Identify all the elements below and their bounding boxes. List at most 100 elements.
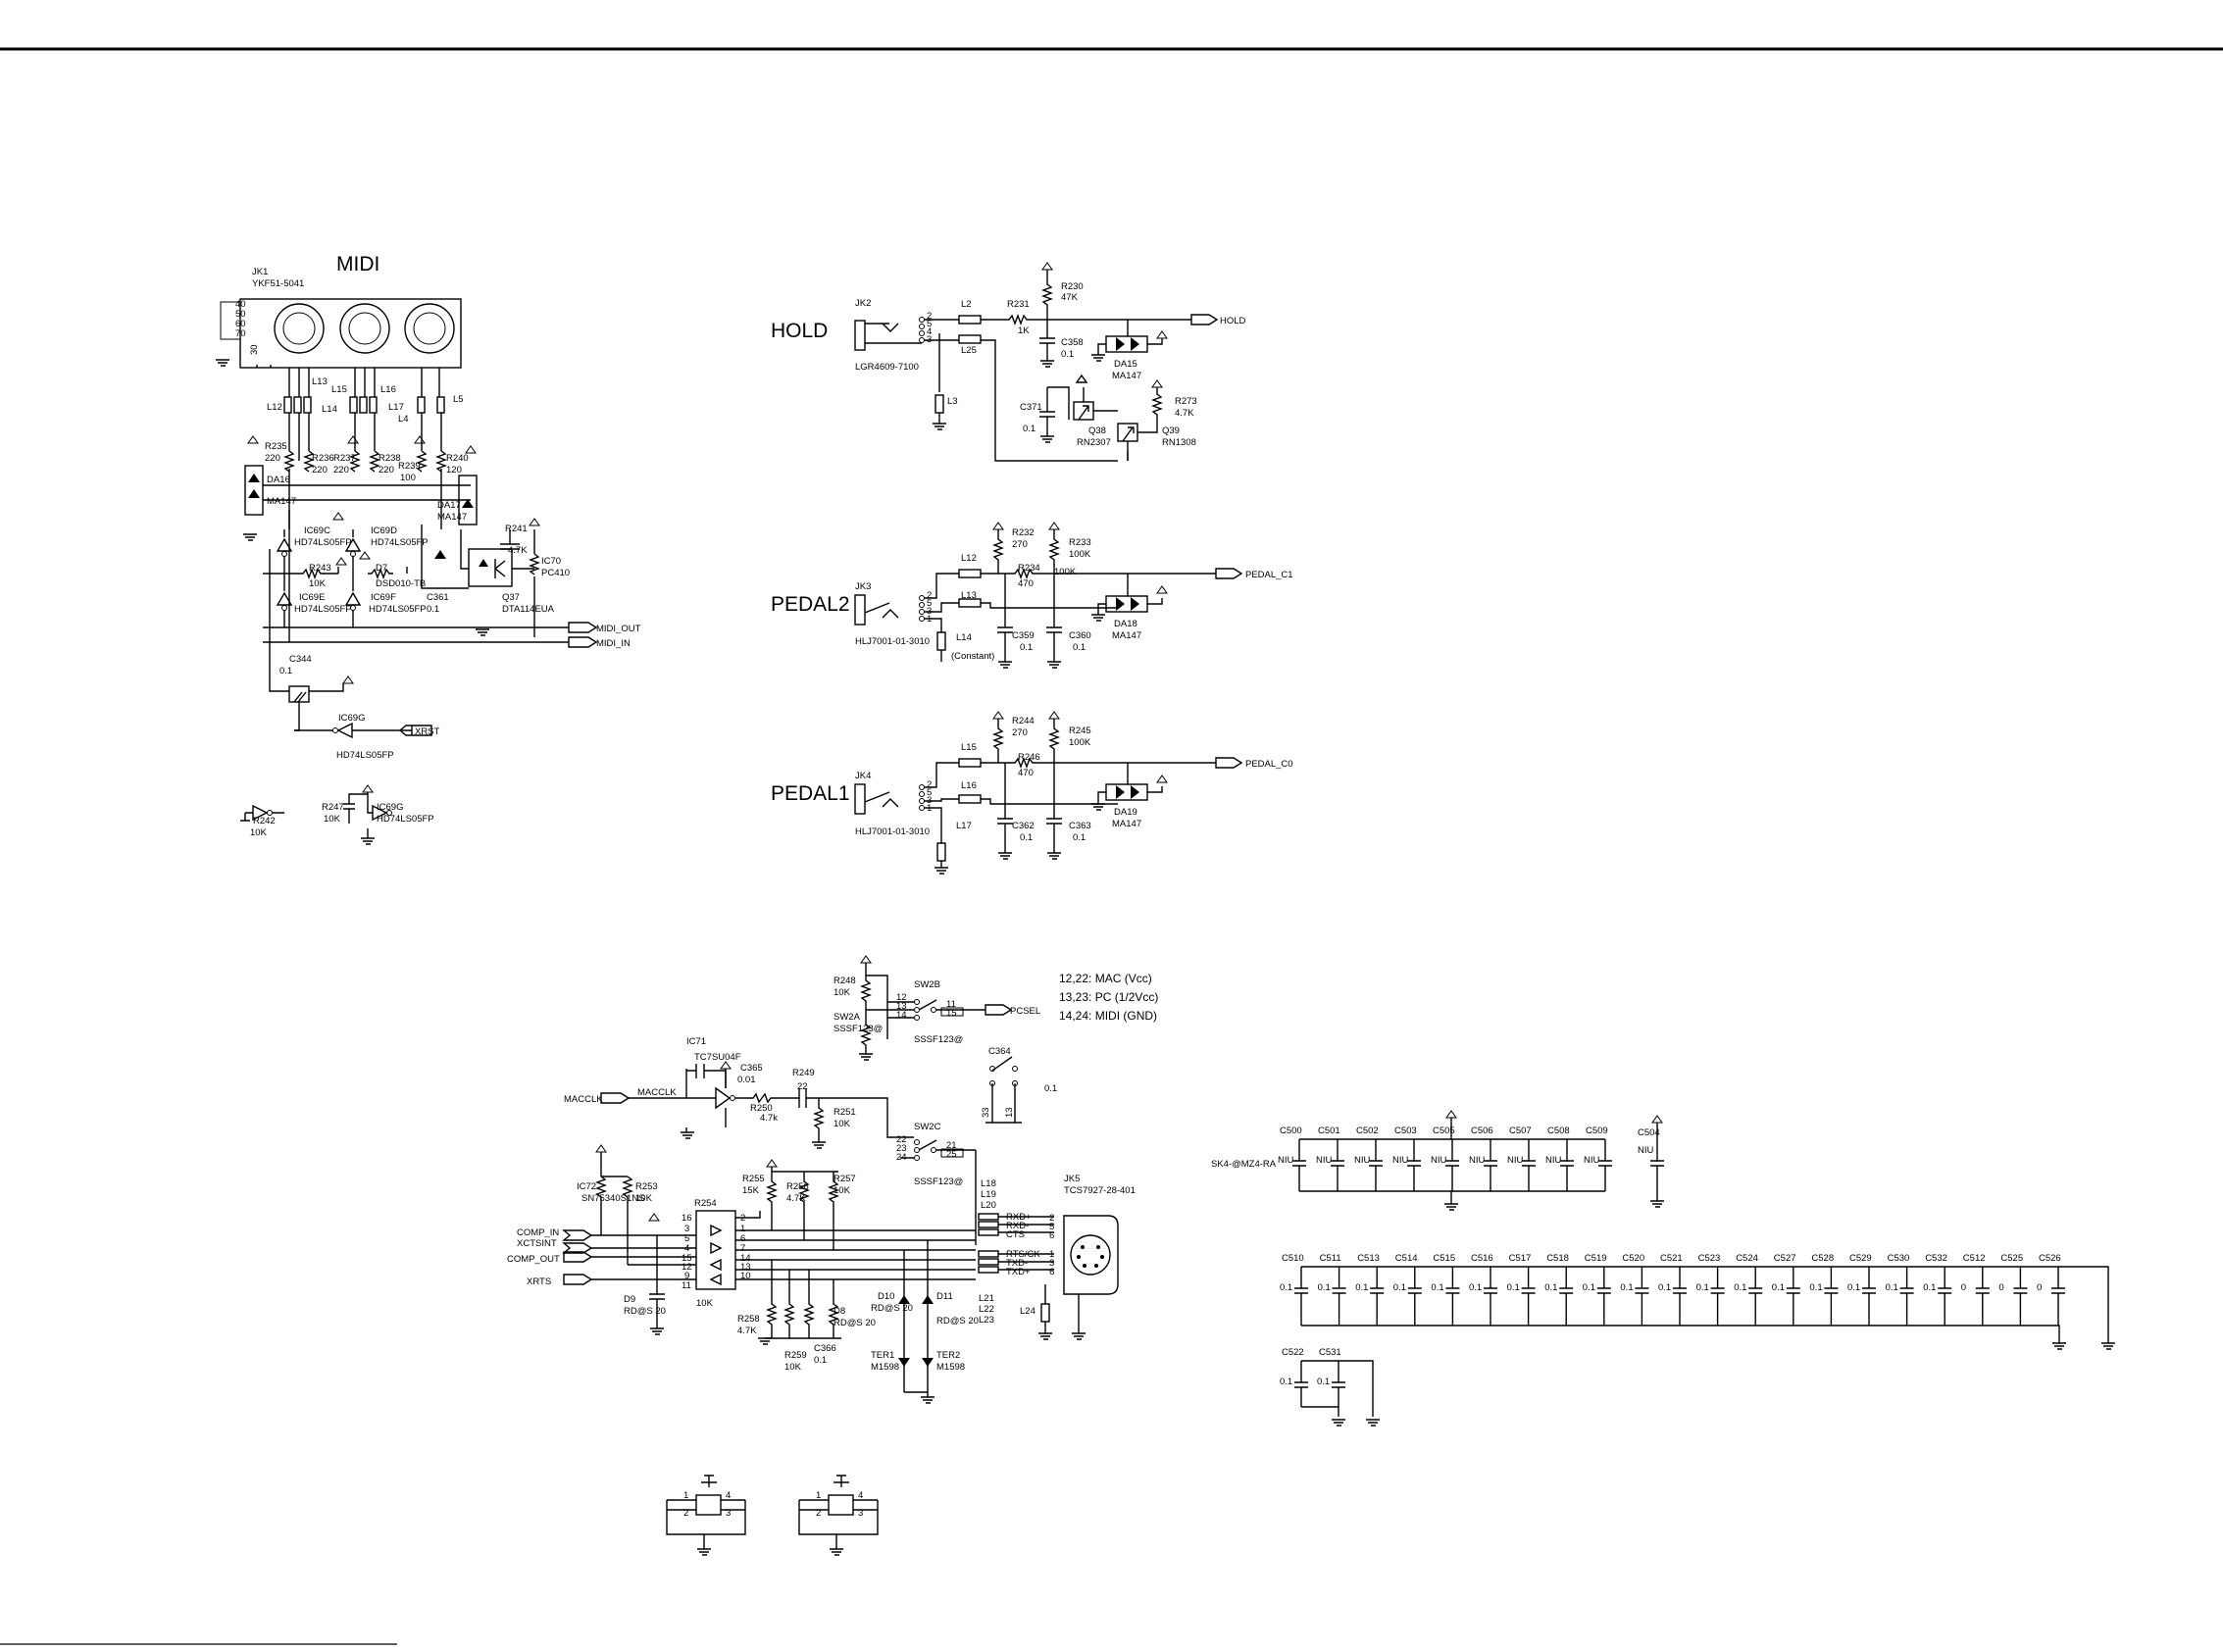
value-label: 15K: [742, 1185, 760, 1196]
r234-100k: 100K: [1054, 567, 1077, 577]
capacitor-ref: C509: [1586, 1126, 1608, 1136]
capacitor-ref: C511: [1320, 1253, 1341, 1264]
svg-text:1: 1: [740, 1224, 745, 1234]
jk2-jack: [854, 320, 866, 351]
capacitor-value: NIU: [1354, 1155, 1371, 1166]
jk5-connector: [1063, 1215, 1119, 1295]
value-label: 4.7K: [508, 545, 528, 556]
value-label: 10K: [834, 987, 851, 998]
capacitor-ref: C513: [1357, 1253, 1380, 1264]
capacitor-value: 0.1: [1393, 1282, 1406, 1293]
ref-label: C358: [1061, 337, 1084, 348]
capacitor-ref: C508: [1547, 1126, 1570, 1136]
value-label: MA147: [437, 512, 467, 523]
value-label: PC410: [541, 568, 570, 578]
capacitor-ref: C522: [1282, 1347, 1304, 1358]
ref-label: TER2: [936, 1350, 960, 1361]
ref-label: R233: [1069, 537, 1091, 548]
midi-resistors: [283, 450, 447, 473]
pedal2-section: JK3 HLJ7001-01-3010 25 31 L12 L12 L12 L1…: [854, 522, 1293, 669]
decoupling-cap-row-1: C500NIUC501NIUC502NIUC503NIUC505NIUC506N…: [1278, 1110, 1612, 1211]
inductor-label: L15: [961, 742, 977, 753]
value-label: RD@S 20: [834, 1318, 876, 1328]
din-socket-3: [404, 303, 455, 354]
section-title-pedal2: PEDAL2: [771, 593, 850, 616]
value-label: 220: [265, 453, 280, 464]
value-label: 10K: [834, 1119, 851, 1129]
capacitor-value: NIU: [1278, 1155, 1294, 1166]
value-label: 0.1: [1073, 832, 1086, 843]
ref-label: C362: [1012, 821, 1035, 831]
svg-text:2: 2: [683, 1508, 688, 1519]
value-label: 0.1: [1061, 349, 1074, 360]
svg-text:14: 14: [740, 1253, 751, 1264]
ref-label: D9: [624, 1294, 635, 1305]
ref-label: R232: [1012, 527, 1035, 538]
value-label: 0.1: [1020, 642, 1033, 653]
value-label: 270: [1012, 727, 1028, 738]
ref-label: JK4: [855, 771, 871, 781]
ref-label: DA16: [267, 475, 290, 485]
macclk-port: [600, 1092, 631, 1104]
macclk-section: MACCLK MACCLK IC71 TC7SU04F C365 0.01 R2…: [564, 1036, 900, 1149]
capacitor-ref: C517: [1509, 1253, 1532, 1264]
value-label: 0.1: [1073, 642, 1086, 653]
capacitor-value: 0.1: [1886, 1282, 1898, 1293]
capacitor-value: NIU: [1507, 1155, 1524, 1166]
value-label: RD@S 20: [936, 1316, 979, 1327]
ref-label: IC69F: [371, 592, 396, 603]
svg-text:16: 16: [682, 1213, 692, 1224]
inductor-label: L5: [453, 394, 464, 405]
capacitor-value: 0.1: [1280, 1377, 1292, 1387]
ref-label: JK2: [855, 298, 871, 309]
capacitor-value: NIU: [1392, 1155, 1409, 1166]
da16-package: [244, 465, 264, 516]
jk5-inductor-bank: [978, 1213, 999, 1274]
svg-text:5: 5: [927, 787, 932, 798]
ref-label: C366: [814, 1343, 836, 1354]
ic69g-label: IC69G: [377, 802, 403, 813]
comp-out-label: COMP_OUT: [507, 1254, 560, 1265]
ref-label: R259: [784, 1350, 807, 1361]
value-label: 4.7K: [737, 1326, 757, 1336]
value-label: LGR4609-7100: [855, 362, 919, 373]
ref-label: R239: [398, 461, 421, 472]
ref-label: R250: [750, 1103, 773, 1114]
ref-label: DA15: [1114, 359, 1137, 370]
sw2c-section: C364 0.1 33 13: [981, 1046, 1057, 1124]
macclk-port-label: MACCLK: [564, 1094, 603, 1105]
jk4-jack: [854, 783, 866, 815]
svg-text:50: 50: [235, 309, 246, 320]
din-socket-1: [274, 303, 325, 354]
value-label: 10K: [250, 827, 268, 838]
svg-text:6: 6: [1049, 1230, 1054, 1241]
svg-text:12: 12: [896, 992, 907, 1003]
value-label: RN2307: [1077, 437, 1111, 448]
value-label: 0.1: [427, 604, 439, 615]
capacitor-ref: C502: [1356, 1126, 1379, 1136]
capacitor-value: 0.1: [1507, 1282, 1520, 1293]
ref-label: R240: [446, 453, 469, 464]
inductor-group-label: L22: [979, 1304, 994, 1315]
q38-transistor: [1073, 401, 1094, 421]
capacitor-ref: C520: [1622, 1253, 1644, 1264]
svg-text:70: 70: [235, 328, 246, 339]
value-label: HD74LS05FP: [336, 750, 394, 761]
value-label: 0.1: [814, 1355, 827, 1366]
svg-text:13: 13: [896, 1001, 907, 1012]
value-label: 0.1: [1023, 424, 1036, 434]
value-label: HD74LS05FP: [371, 537, 429, 548]
value-label: HD74LS05FP: [369, 604, 427, 615]
svg-text:25: 25: [946, 1149, 957, 1160]
svg-text:10: 10: [740, 1271, 751, 1281]
value-label: 10K: [309, 578, 327, 589]
inductor-label: L14: [956, 632, 972, 643]
